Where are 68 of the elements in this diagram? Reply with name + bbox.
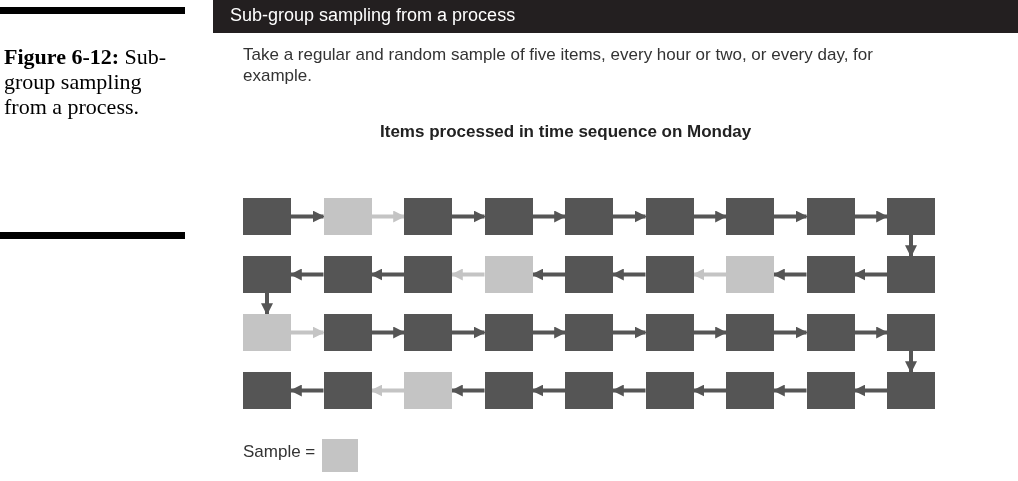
arrow: [613, 326, 647, 339]
arrow: [371, 326, 406, 339]
item-box: [887, 314, 935, 351]
arrow: [693, 210, 728, 223]
item-box: [243, 372, 291, 409]
arrow: [853, 268, 887, 281]
item-box: [323, 372, 372, 409]
item-box: [887, 198, 935, 235]
item-box: [484, 198, 533, 235]
arrow: [531, 268, 565, 281]
item-box: [404, 314, 452, 351]
item-box: [404, 198, 452, 235]
legend-label: Sample =: [243, 442, 316, 462]
item-box: [565, 314, 613, 351]
item-box: [565, 372, 613, 409]
item-box: [887, 372, 935, 409]
item-box: [726, 314, 774, 351]
item-box: [323, 256, 372, 293]
arrow: [291, 210, 325, 223]
arrow: [692, 384, 726, 397]
figure-caption: Figure 6-12: Sub-group sampling from a process.: [4, 44, 168, 119]
item-box: [645, 198, 694, 235]
item-box: [404, 256, 452, 293]
arrow: [854, 326, 889, 339]
arrow: [905, 351, 917, 374]
item-box: [806, 314, 855, 351]
arrow: [693, 326, 728, 339]
item-box: [565, 198, 613, 235]
arrow: [370, 384, 404, 397]
arrow: [531, 384, 565, 397]
item-box: [484, 372, 533, 409]
item-box: [806, 198, 855, 235]
sample-item-box: [323, 198, 372, 235]
item-box: [645, 314, 694, 351]
item-box: [645, 256, 694, 293]
sample-item-box: [243, 314, 291, 351]
sample-item-box: [484, 256, 533, 293]
item-box: [806, 256, 855, 293]
arrow: [905, 235, 917, 258]
arrow: [261, 293, 273, 316]
arrow: [853, 384, 887, 397]
arrow: [613, 210, 647, 223]
sample-item-box: [404, 372, 452, 409]
sample-item-box: [726, 256, 774, 293]
arrow: [532, 326, 567, 339]
item-box: [484, 314, 533, 351]
header-title: Sub-group sampling from a process: [230, 5, 516, 26]
item-box: [726, 372, 774, 409]
arrow: [452, 326, 486, 339]
arrow: [452, 210, 486, 223]
arrow: [774, 210, 808, 223]
arrow: [692, 268, 726, 281]
item-box: [887, 256, 935, 293]
chart-subtitle: Items processed in time sequence on Monday: [380, 122, 752, 142]
arrow: [370, 268, 404, 281]
arrow: [854, 210, 889, 223]
item-box: [323, 314, 372, 351]
item-box: [645, 372, 694, 409]
arrow: [291, 326, 325, 339]
arrow: [371, 210, 406, 223]
item-box: [243, 198, 291, 235]
description-text: Take a regular and random sample of five items, every hour or two, or every day, for example.: [243, 44, 874, 86]
arrow: [532, 210, 567, 223]
item-box: [565, 256, 613, 293]
item-box: [806, 372, 855, 409]
item-box: [726, 198, 774, 235]
item-box: [243, 256, 291, 293]
arrow: [774, 326, 808, 339]
